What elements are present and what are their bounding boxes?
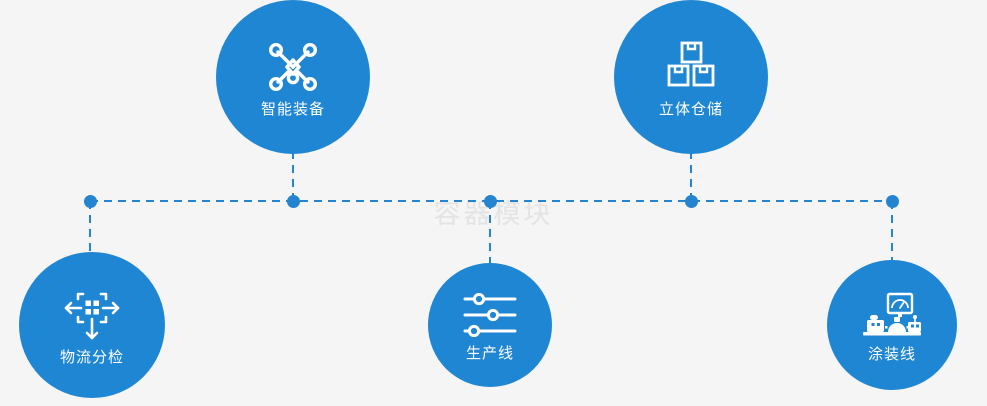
bubble-label-production-line: 生产线 xyxy=(465,343,514,362)
stacked-boxes-icon xyxy=(664,38,718,96)
spine-node-5[interactable] xyxy=(885,194,899,208)
bubble-label-painting-line: 涂装线 xyxy=(867,344,916,363)
bubble-label-stereoscopic-warehouse: 立体仓储 xyxy=(658,99,723,118)
network-nodes-icon xyxy=(265,38,321,96)
spine-node-2[interactable] xyxy=(286,194,300,208)
bubble-logistics-sorting[interactable]: 物流分检 xyxy=(19,252,165,398)
sorting-arrows-icon xyxy=(63,286,121,344)
spine-node-1[interactable] xyxy=(83,194,97,208)
bubble-production-line[interactable]: 生产线 xyxy=(428,263,552,387)
bubble-label-logistics-sorting: 物流分检 xyxy=(59,347,124,366)
bubble-painting-line[interactable]: 涂装线 xyxy=(827,260,957,390)
bubble-stereoscopic-warehouse[interactable]: 立体仓储 xyxy=(614,0,768,154)
bubble-smart-equipment[interactable]: 智能装备 xyxy=(216,0,370,154)
industrial-monitor-icon xyxy=(861,289,923,341)
spine-node-4[interactable] xyxy=(684,194,698,208)
sliders-icon xyxy=(463,290,517,340)
spine-node-3[interactable] xyxy=(483,194,497,208)
bubble-label-smart-equipment: 智能装备 xyxy=(260,99,325,118)
